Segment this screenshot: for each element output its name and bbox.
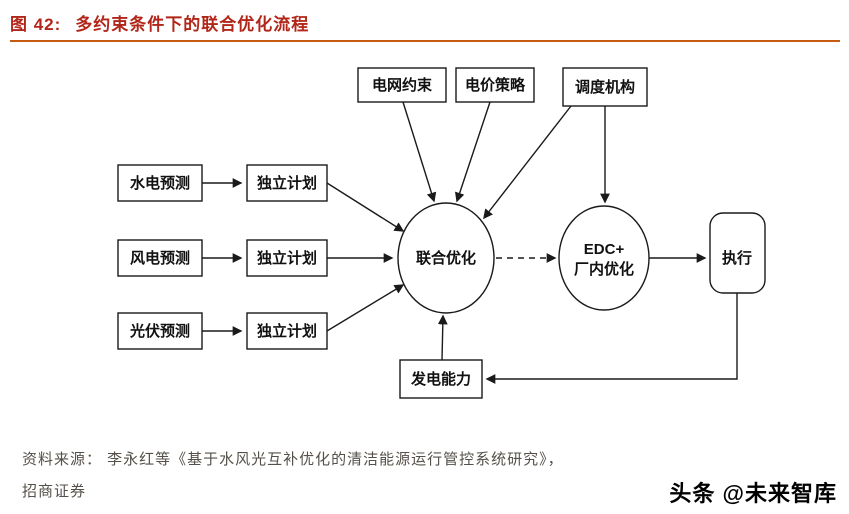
node-hydro-forecast-label: 水电预测 [130,174,190,192]
arrow-pricestrategy-to-joint [454,101,491,203]
node-hydro-forecast: 水电预测 [117,164,203,202]
node-wind-forecast: 风电预测 [117,239,203,277]
node-independent-plan-2-label: 独立计划 [257,249,317,267]
arrow-capacity-to-joint [437,314,448,361]
node-independent-plan-1-label: 独立计划 [257,174,317,192]
header-divider [10,40,840,42]
source-line-1: 资料来源： 李永红等《基于水风光互补优化的清洁能源运行管控系统研究》， [22,451,564,468]
node-generation-capacity: 发电能力 [399,359,483,399]
arrow-gridconstraint-to-joint [402,101,437,203]
figure-header: 图 42: 多约束条件下的联合优化流程 [10,10,309,35]
node-edc-label-top: EDC+ [584,241,625,258]
node-pv-forecast: 光伏预测 [117,312,203,350]
node-independent-plan-3-label: 独立计划 [257,322,317,340]
node-dispatch-agency-label: 调度机构 [575,78,635,96]
node-joint-optimization: 联合优化 [397,202,495,314]
node-edc-plant-optimization: EDC+ 厂内优化 [558,205,650,311]
arrow-plan3-to-joint [326,284,405,332]
figure-number: 图 42: [10,15,62,34]
feedback-execute-to-capacity [485,293,738,384]
node-pv-forecast-label: 光伏预测 [129,322,190,340]
node-independent-plan-2: 独立计划 [246,239,328,277]
flowchart: 电网约束 电价策略 调度机构 水电预测 风电预测 光伏预测 独立计划 独立计划 … [117,67,766,399]
node-price-strategy-label: 电价策略 [465,76,526,94]
node-dispatch-agency: 调度机构 [562,67,648,107]
node-wind-forecast-label: 风电预测 [130,249,190,267]
arrow-plan1-to-joint [326,182,405,232]
source-line-2: 招商证券 [22,483,87,500]
node-price-strategy: 电价策略 [455,67,535,103]
node-independent-plan-3: 独立计划 [246,312,328,350]
figure-title: 多约束条件下的联合优化流程 [75,15,310,34]
node-grid-constraint: 电网约束 [357,67,447,103]
node-joint-optimization-label: 联合优化 [416,249,476,267]
node-grid-constraint-label: 电网约束 [372,76,433,94]
node-independent-plan-1: 独立计划 [246,164,328,202]
node-execute: 执行 [709,212,766,294]
source-note: 资料来源： 李永红等《基于水风光互补优化的清洁能源运行管控系统研究》， 招商证券 [22,444,662,508]
arrow-dispatch-to-joint [483,105,572,220]
node-edc-label-bottom: 厂内优化 [574,260,634,278]
node-generation-capacity-label: 发电能力 [410,370,471,388]
watermark-toutiao: 头条 @未来智库 [669,481,837,506]
node-execute-label: 执行 [722,249,752,267]
